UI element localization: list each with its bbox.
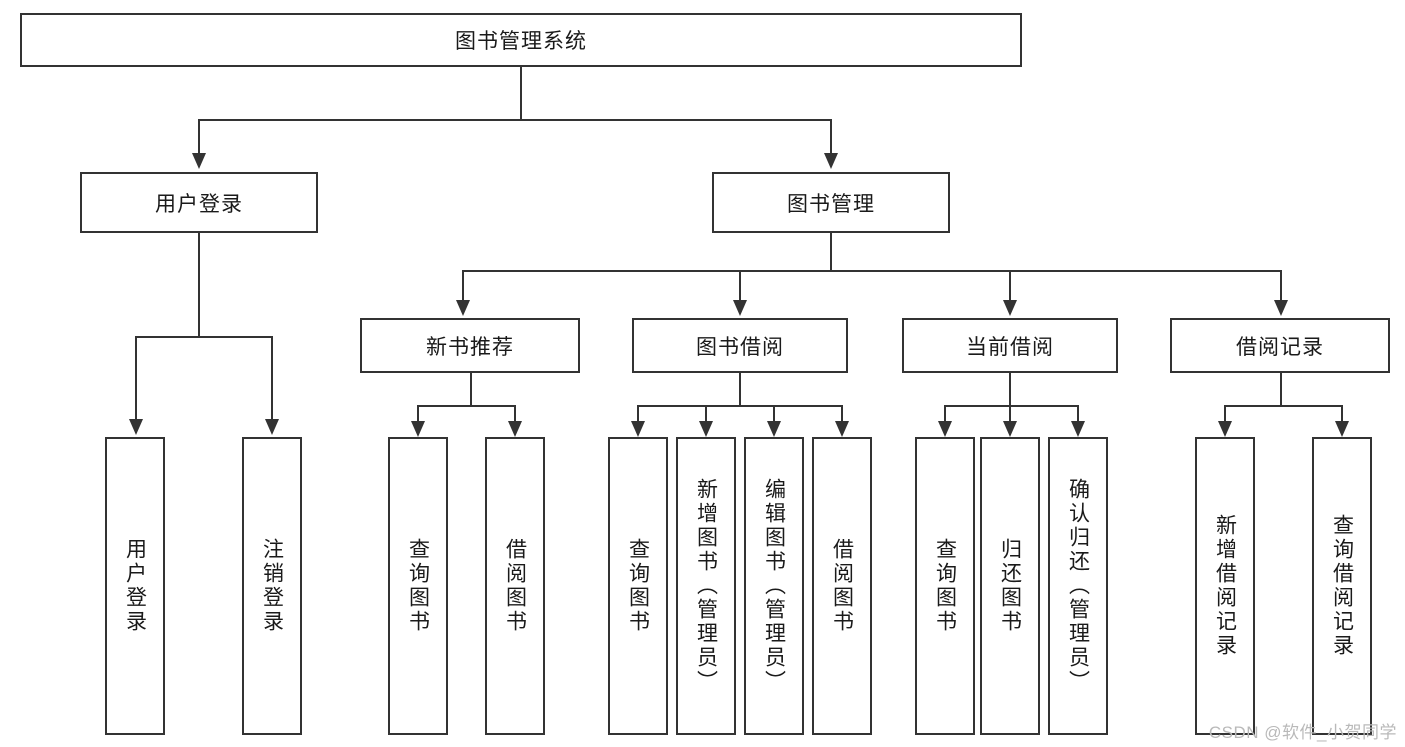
edge-borrow-record-stem [1280,373,1282,405]
node-label: 新书推荐 [426,335,514,359]
leaf-label: 查询图书 [406,538,430,634]
node-borrow-record[interactable]: 借阅记录 [1170,318,1390,373]
arrow-to-add-book [699,421,713,437]
arrow-to-borrow-book-2 [835,421,849,437]
edge-book-mgmt-to-borrow [739,270,741,302]
arrow-to-logout-leaf [265,419,279,435]
leaf-confirm-return-admin[interactable]: 确认归还（管理员） [1048,437,1108,735]
edge-book-mgmt-to-new-book [462,270,464,302]
leaf-label: 新增借阅记录 [1213,514,1237,658]
edge-user-login-to-leaf-1 [135,336,137,421]
arrow-to-current-borrow [1003,300,1017,316]
node-label: 当前借阅 [966,335,1054,359]
arrow-to-user-login-leaf [129,419,143,435]
arrow-to-query-book-2 [631,421,645,437]
leaf-label: 用户登录 [123,538,147,634]
edge-borrow-record-bus [1224,405,1342,407]
edge-user-login-to-leaf-2 [271,336,273,421]
leaf-label: 借阅图书 [503,538,527,634]
leaf-borrow-book[interactable]: 借阅图书 [812,437,872,735]
arrow-to-borrow-book-1 [508,421,522,437]
edge-root-stem [520,67,522,119]
edge-new-book-bus [417,405,515,407]
arrow-to-query-record [1335,421,1349,437]
arrow-to-query-book-1 [411,421,425,437]
arrow-to-user-login [192,153,206,169]
leaf-add-book-admin[interactable]: 新增图书（管理员） [676,437,736,735]
edge-user-login-stem [198,233,200,336]
edge-book-borrow-to-leaf-1 [637,405,639,423]
node-label: 用户登录 [155,192,243,216]
edge-current-borrow-bus [944,405,1078,407]
leaf-label: 确认归还（管理员） [1066,478,1090,694]
leaf-label: 借阅图书 [830,538,854,634]
node-new-book-recommend[interactable]: 新书推荐 [360,318,580,373]
node-label: 借阅记录 [1236,335,1324,359]
arrow-to-confirm-return [1071,421,1085,437]
edge-new-book-to-leaf-1 [417,405,419,423]
edge-borrow-record-to-leaf-1 [1224,405,1226,423]
leaf-label: 新增图书（管理员） [694,478,718,694]
leaf-user-login[interactable]: 用户登录 [105,437,165,735]
leaf-label: 查询图书 [626,538,650,634]
edge-book-borrow-to-leaf-4 [841,405,843,423]
edge-root-bus [198,119,832,121]
edge-root-to-book-mgmt [830,119,832,155]
leaf-label: 查询图书 [933,538,957,634]
leaf-edit-book-admin[interactable]: 编辑图书（管理员） [744,437,804,735]
node-label: 图书借阅 [696,335,784,359]
edge-current-borrow-stem [1009,373,1011,405]
edge-book-borrow-stem [739,373,741,405]
arrow-to-add-record [1218,421,1232,437]
arrow-to-new-book-recommend [456,300,470,316]
node-root-library-system[interactable]: 图书管理系统 [20,13,1022,67]
node-label: 图书管理系统 [455,30,587,53]
leaf-query-book-borrow[interactable]: 查询图书 [608,437,668,735]
leaf-label: 注销登录 [260,538,284,634]
leaf-query-book-current[interactable]: 查询图书 [915,437,975,735]
arrow-to-book-borrow [733,300,747,316]
edge-book-mgmt-to-current [1009,270,1011,302]
edge-root-to-user-login [198,119,200,155]
arrow-to-edit-book [767,421,781,437]
leaf-borrow-book-recommend[interactable]: 借阅图书 [485,437,545,735]
edge-current-borrow-to-leaf-2 [1009,405,1011,423]
edge-book-mgmt-to-record [1280,270,1282,302]
leaf-add-borrow-record[interactable]: 新增借阅记录 [1195,437,1255,735]
edge-book-borrow-to-leaf-2 [705,405,707,423]
csdn-watermark: CSDN @软件_小贺同学 [1208,723,1397,742]
edge-new-book-to-leaf-2 [514,405,516,423]
edge-new-book-stem [470,373,472,405]
leaf-return-book[interactable]: 归还图书 [980,437,1040,735]
arrow-to-borrow-record [1274,300,1288,316]
leaf-label: 查询借阅记录 [1330,514,1354,658]
arrow-to-query-book-3 [938,421,952,437]
edge-current-borrow-to-leaf-1 [944,405,946,423]
edge-book-borrow-to-leaf-3 [773,405,775,423]
node-user-login[interactable]: 用户登录 [80,172,318,233]
edge-user-login-bus [135,336,272,338]
node-book-borrow[interactable]: 图书借阅 [632,318,848,373]
edge-borrow-record-to-leaf-2 [1341,405,1343,423]
leaf-query-borrow-record[interactable]: 查询借阅记录 [1312,437,1372,735]
edge-book-borrow-bus [637,405,842,407]
arrow-to-book-mgmt [824,153,838,169]
edge-book-mgmt-bus [462,270,1280,272]
node-current-borrow[interactable]: 当前借阅 [902,318,1118,373]
leaf-label: 编辑图书（管理员） [762,478,786,694]
node-label: 图书管理 [787,192,875,216]
leaf-query-book-recommend[interactable]: 查询图书 [388,437,448,735]
leaf-logout[interactable]: 注销登录 [242,437,302,735]
edge-current-borrow-to-leaf-3 [1077,405,1079,423]
edge-book-mgmt-stem [830,233,832,270]
node-book-management[interactable]: 图书管理 [712,172,950,233]
arrow-to-return-book [1003,421,1017,437]
leaf-label: 归还图书 [998,538,1022,634]
